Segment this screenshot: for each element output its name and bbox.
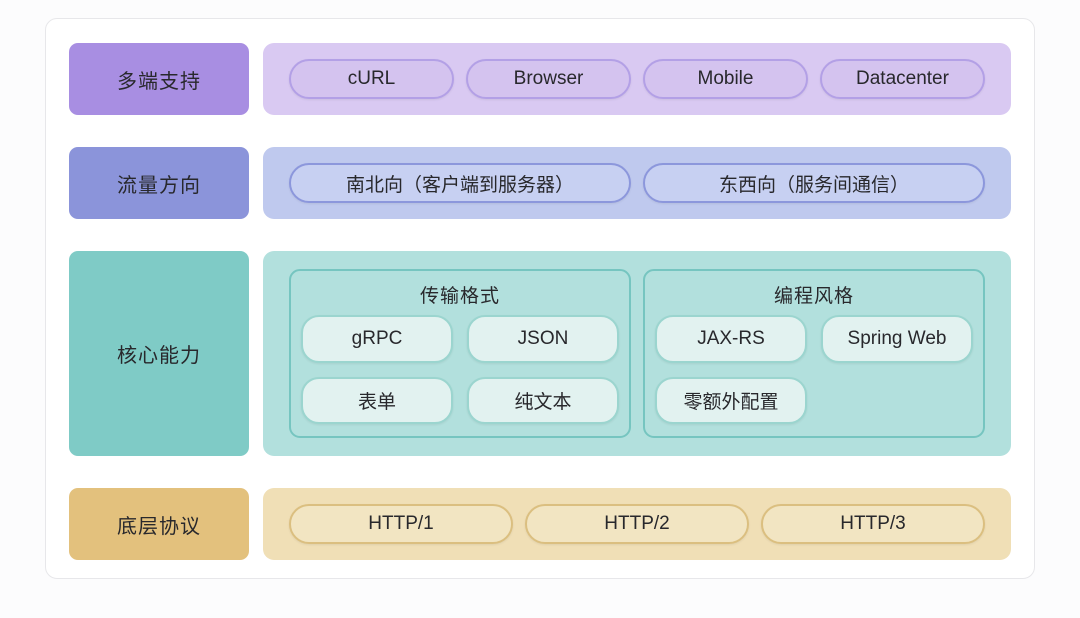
row-container-core-capabilities: 传输格式 gRPC JSON 表单 纯文本 编程风格 JAX-RS Spring… <box>263 251 1011 456</box>
row-core-capabilities: 核心能力 传输格式 gRPC JSON 表单 纯文本 编程风格 JAX-RS S… <box>69 251 1011 456</box>
group-pills-programming-styles: JAX-RS Spring Web 零额外配置 <box>655 315 973 424</box>
group-transport-formats: 传输格式 gRPC JSON 表单 纯文本 <box>289 269 631 438</box>
pill-east-west: 东西向（服务间通信） <box>643 163 985 203</box>
group-pills-transport-formats: gRPC JSON 表单 纯文本 <box>301 315 619 424</box>
group-title-programming-styles: 编程风格 <box>773 286 854 307</box>
row-label-core-capabilities: 核心能力 <box>69 251 249 456</box>
pill-north-south: 南北向（客户端到服务器） <box>289 163 631 203</box>
pill-mobile: Mobile <box>643 59 808 99</box>
row-multi-client-support: 多端支持 cURL Browser Mobile Datacenter <box>69 43 1011 115</box>
row-underlying-protocols: 底层协议 HTTP/1 HTTP/2 HTTP/3 <box>69 488 1011 560</box>
pill-json: JSON <box>467 315 619 363</box>
group-title-transport-formats: 传输格式 <box>419 286 500 307</box>
row-label-traffic-direction: 流量方向 <box>69 147 249 219</box>
pill-plain-text: 纯文本 <box>467 376 619 424</box>
diagram-card: 多端支持 cURL Browser Mobile Datacenter 流量方向… <box>45 18 1035 579</box>
pill-form: 表单 <box>301 376 453 424</box>
pill-zero-extra-config: 零额外配置 <box>655 376 807 424</box>
row-traffic-direction: 流量方向 南北向（客户端到服务器） 东西向（服务间通信） <box>69 147 1011 219</box>
pill-spring-web: Spring Web <box>821 315 973 363</box>
group-programming-styles: 编程风格 JAX-RS Spring Web 零额外配置 <box>643 269 985 438</box>
pill-http3: HTTP/3 <box>761 504 985 544</box>
row-container-underlying-protocols: HTTP/1 HTTP/2 HTTP/3 <box>263 488 1011 560</box>
pill-grpc: gRPC <box>301 315 453 363</box>
pill-jax-rs: JAX-RS <box>655 315 807 363</box>
row-container-multi-client-support: cURL Browser Mobile Datacenter <box>263 43 1011 115</box>
row-label-multi-client-support: 多端支持 <box>69 43 249 115</box>
pill-browser: Browser <box>466 59 631 99</box>
pill-http1: HTTP/1 <box>289 504 513 544</box>
pill-http2: HTTP/2 <box>525 504 749 544</box>
pill-datacenter: Datacenter <box>820 59 985 99</box>
pill-curl: cURL <box>289 59 454 99</box>
row-container-traffic-direction: 南北向（客户端到服务器） 东西向（服务间通信） <box>263 147 1011 219</box>
row-label-underlying-protocols: 底层协议 <box>69 488 249 560</box>
